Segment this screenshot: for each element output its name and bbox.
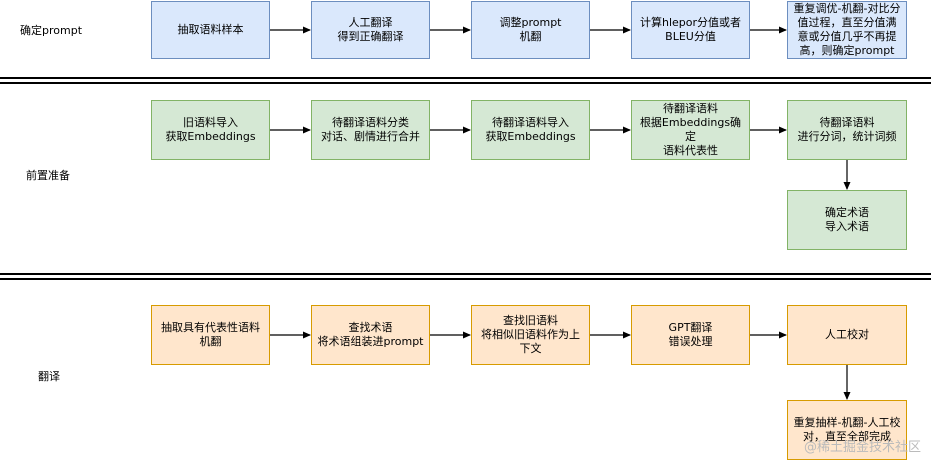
step-compute-score: 计算hlepor分值或者 BLEU分值	[631, 1, 750, 59]
lane-label-prompt: 确定prompt	[20, 24, 83, 37]
step-representativeness: 待翻译语料 根据Embeddings确定 语料代表性	[631, 100, 750, 160]
step-repeat-until-done: 重复抽样-机翻-人工校 对，直至全部完成	[787, 400, 907, 460]
lane-separator	[0, 273, 931, 275]
lane-separator	[0, 77, 931, 79]
step-adjust-prompt: 调整prompt 机翻	[471, 1, 590, 59]
step-extract-representative: 抽取具有代表性语料 机翻	[151, 305, 270, 365]
lane-separator	[0, 82, 931, 84]
step-import-new-corpus: 待翻译语料导入 获取Embeddings	[471, 100, 590, 160]
step-lookup-old-corpus: 查找旧语料 将相似旧语料作为上 下文	[471, 305, 590, 365]
step-human-proofread: 人工校对	[787, 305, 907, 365]
lane-label-prep: 前置准备	[26, 169, 70, 182]
step-import-old-corpus: 旧语料导入 获取Embeddings	[151, 100, 270, 160]
step-repeat-tuning: 重复调优-机翻-对比分 值过程，直至分值满 意或分值几乎不再提 高，则确定pro…	[787, 1, 907, 59]
step-tokenize: 待翻译语料 进行分词，统计词频	[787, 100, 907, 160]
step-sample-corpus: 抽取语料样本	[151, 1, 270, 59]
step-lookup-terms: 查找术语 将术语组装进prompt	[311, 305, 430, 365]
step-classify-corpus: 待翻译语料分类 对话、剧情进行合并	[311, 100, 430, 160]
watermark: @稀土掘金技术社区	[803, 440, 921, 455]
lane-label-translate: 翻译	[38, 370, 60, 383]
step-confirm-terms: 确定术语 导入术语	[787, 190, 907, 250]
lane-separator	[0, 278, 931, 280]
step-gpt-translate: GPT翻译 错误处理	[631, 305, 750, 365]
step-human-translate: 人工翻译 得到正确翻译	[311, 1, 430, 59]
